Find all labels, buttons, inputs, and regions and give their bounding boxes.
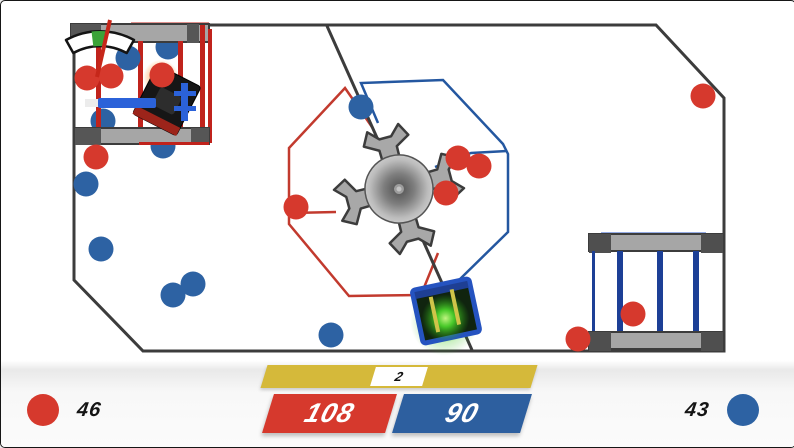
red-score: 108 (262, 394, 397, 433)
timer-bar: 2 (260, 365, 538, 388)
gauge-needle (95, 19, 112, 78)
red-ball (565, 326, 591, 352)
robot-arm-tip (85, 99, 101, 107)
robot-pin (174, 91, 196, 96)
blue-ball (88, 236, 114, 262)
red-ball (690, 83, 716, 109)
blue-ball-counter: 43 (683, 394, 760, 426)
blue-ball (348, 94, 374, 120)
red-ball (149, 62, 175, 88)
blue-ball-icon (727, 394, 760, 426)
scoreboard: 2 108 90 (260, 365, 538, 435)
red-ball (620, 301, 646, 327)
charge-gauge (64, 19, 136, 78)
blue-ball (160, 282, 186, 308)
blue-robot[interactable] (403, 276, 484, 362)
blue-ball-count: 43 (683, 398, 711, 421)
red-ball-icon (27, 394, 59, 426)
red-ball (83, 144, 109, 170)
red-ball (466, 153, 492, 179)
robot-bracket (181, 83, 188, 121)
robot-arm (98, 98, 156, 108)
red-ball (98, 63, 124, 89)
blue-goal (588, 232, 724, 351)
blue-ball (318, 322, 344, 348)
blue-score: 90 (392, 394, 532, 433)
red-ball (283, 194, 309, 220)
red-ball (445, 145, 471, 171)
robot-pin (174, 106, 196, 111)
blue-path (359, 78, 510, 283)
robot-post (449, 288, 462, 325)
red-ball (74, 65, 100, 91)
blue-score-value: 90 (441, 398, 483, 428)
robot-post (428, 296, 441, 333)
spinner (332, 122, 466, 256)
blue-ball (180, 271, 206, 297)
timer-value: 2 (393, 369, 405, 384)
blue-ball (73, 171, 99, 197)
red-ball-counter: 46 (27, 394, 103, 426)
red-ball-count: 46 (75, 398, 103, 421)
match-timer: 2 (370, 367, 428, 386)
red-ball (433, 180, 459, 206)
red-score-value: 108 (301, 398, 359, 428)
spinner-axle-dot (396, 186, 402, 192)
